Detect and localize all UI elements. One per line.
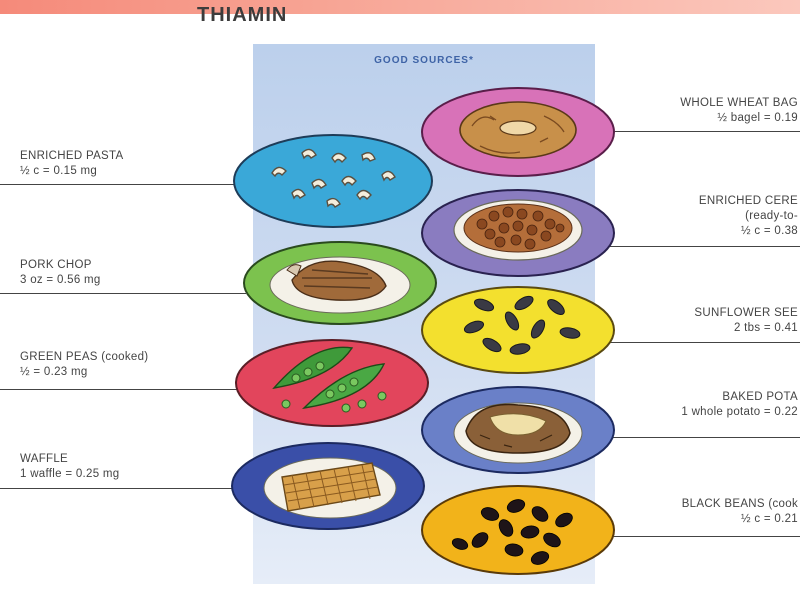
food-label-peas: GREEN PEAS (cooked) ½ = 0.23 mg: [20, 350, 148, 380]
leader-line-cereal: [586, 246, 800, 247]
food-amount: ½ bagel = 0.19: [717, 112, 798, 124]
black-beans-icon: [451, 499, 573, 565]
food-label-pork: PORK CHOP 3 oz = 0.56 mg: [20, 258, 101, 288]
plate-potato: [420, 385, 616, 475]
potato-icon: [465, 403, 571, 454]
food-label-pasta: ENRICHED PASTA ½ c = 0.15 mg: [20, 149, 123, 179]
food-amount: ½ c = 0.15 mg: [20, 165, 98, 177]
leader-line-bagel: [586, 131, 800, 132]
plate-waffle: [230, 441, 426, 531]
waffle-icon: [281, 462, 381, 512]
page-title: THIAMIN: [197, 4, 288, 26]
food-amount: 3 oz = 0.56 mg: [20, 274, 101, 286]
plate-pork: [242, 240, 438, 326]
plate-rim: [421, 286, 615, 374]
plate-seeds: [420, 285, 616, 375]
food-name: WHOLE WHEAT BAG: [680, 97, 798, 109]
plate-rim: [421, 485, 615, 575]
food-amount: 1 waffle = 0.25 mg: [20, 468, 120, 480]
leader-line-waffle: [0, 488, 236, 489]
food-amount: 2 tbs = 0.41: [733, 322, 798, 334]
plate-pasta: [232, 133, 434, 229]
leader-line-pork: [0, 293, 246, 294]
leader-line-beans: [586, 536, 800, 537]
plate-peas: [234, 338, 430, 428]
food-name: WAFFLE: [20, 453, 69, 465]
food-name: ENRICHED PASTA: [20, 150, 124, 162]
food-label-cereal: ENRICHED CERE (ready-to- ½ c = 0.38: [699, 194, 798, 239]
food-label-beans: BLACK BEANS (cook ½ c = 0.21: [682, 497, 798, 527]
pork-chop-icon: [286, 260, 387, 301]
food-name: BLACK BEANS (cook: [681, 498, 798, 510]
food-amount-line1: (ready-to-: [745, 210, 798, 222]
food-amount: ½ c = 0.21: [740, 513, 798, 525]
food-label-potato: BAKED POTA 1 whole potato = 0.22: [681, 390, 798, 420]
food-label-bagel: WHOLE WHEAT BAG ½ bagel = 0.19: [680, 96, 798, 126]
plate-rim: [233, 134, 433, 228]
leader-line-potato: [586, 437, 800, 438]
food-name: ENRICHED CERE: [698, 195, 798, 207]
pasta-icon: [271, 148, 396, 208]
food-name: SUNFLOWER SEE: [694, 307, 798, 319]
panel-heading: GOOD SOURCES*: [374, 55, 474, 66]
food-label-waffle: WAFFLE 1 waffle = 0.25 mg: [20, 452, 119, 482]
leader-line-pasta: [0, 184, 238, 185]
plate-bagel: [420, 86, 616, 178]
sunflower-seeds-icon: [463, 295, 581, 355]
header-band: [0, 0, 800, 14]
leader-line-peas: [0, 389, 240, 390]
plate-beans: [420, 484, 616, 576]
bagel-icon: [459, 101, 577, 159]
cereal-icon: [476, 206, 565, 250]
leader-line-seeds: [586, 342, 800, 343]
food-name: BAKED POTA: [722, 391, 798, 403]
food-name: PORK CHOP: [20, 259, 92, 271]
food-label-seeds: SUNFLOWER SEE 2 tbs = 0.41: [694, 306, 798, 336]
food-amount: 1 whole potato = 0.22: [681, 406, 798, 418]
peas-icon: [272, 346, 387, 413]
food-amount: ½ c = 0.38: [740, 225, 798, 237]
food-name: GREEN PEAS (cooked): [20, 351, 149, 363]
food-amount: ½ = 0.23 mg: [20, 366, 88, 378]
plate-cereal: [420, 188, 616, 278]
